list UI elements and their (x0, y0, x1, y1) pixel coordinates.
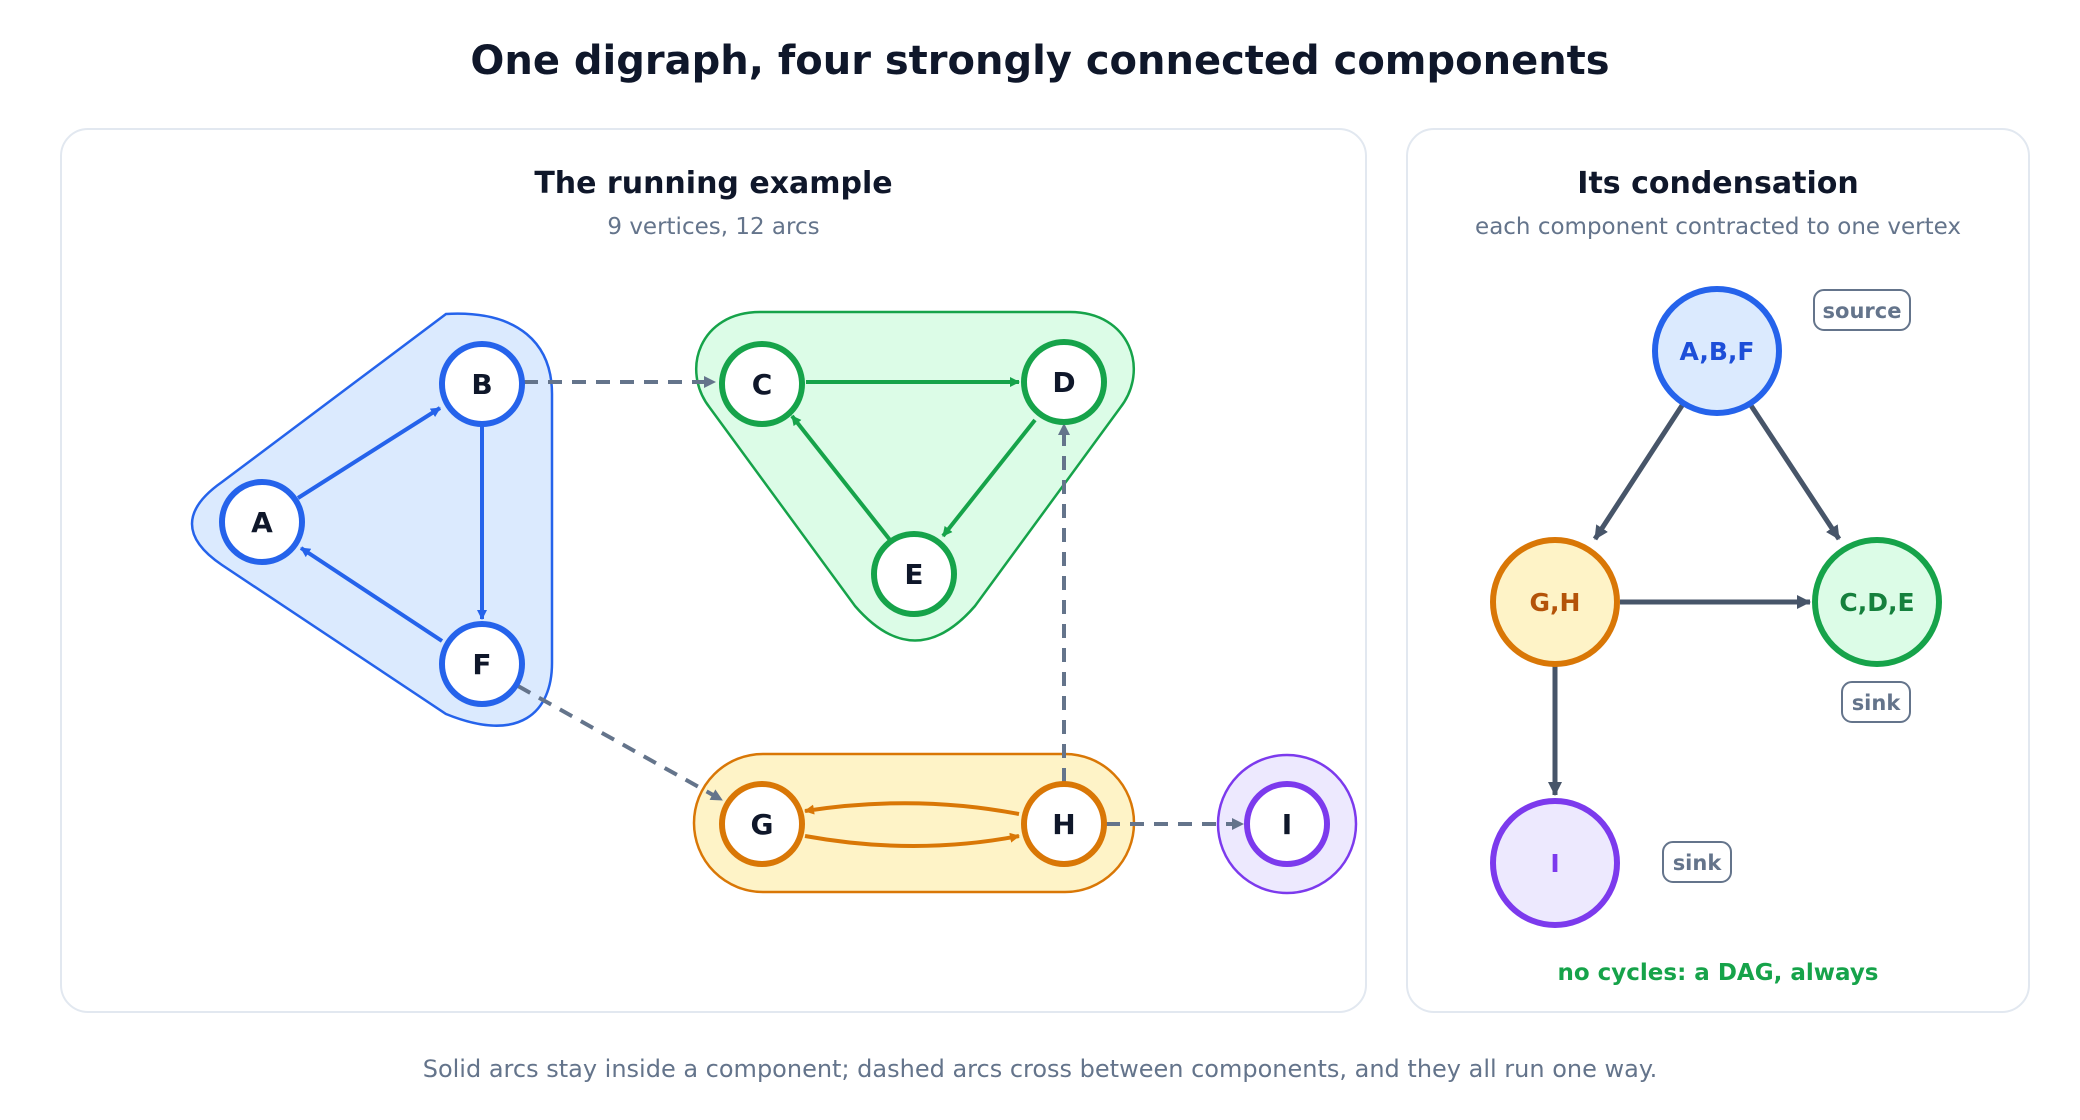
vertex-b: B (439, 341, 525, 427)
arc-f-a (299, 546, 444, 643)
svg-text:E: E (904, 558, 923, 591)
svg-text:G,H: G,H (1530, 588, 1581, 617)
svg-text:C: C (752, 368, 773, 401)
svg-text:source: source (1823, 299, 1902, 323)
arc-a-b (296, 406, 442, 500)
svg-text:I: I (1282, 808, 1292, 841)
svg-text:sink: sink (1852, 691, 1902, 715)
sink-tag-i: sink (1662, 841, 1732, 883)
vertex-d: D (1021, 339, 1107, 425)
vertex-i: I (1244, 781, 1330, 867)
svg-text:sink: sink (1673, 851, 1723, 875)
figure-caption: Solid arcs stay inside a component; dash… (422, 1055, 1658, 1083)
dag-arc-abf-cde (1747, 402, 1842, 541)
figure-title: One digraph, four strongly connected com… (470, 38, 1610, 84)
svg-text:I: I (1550, 849, 1559, 878)
vertex-g: G (719, 781, 805, 867)
vertex-a: A (219, 479, 305, 565)
svg-text:A: A (251, 506, 273, 539)
condensation-subtitle: each component contracted to one vertex (1475, 214, 1961, 240)
vertex-f: F (439, 621, 525, 707)
dag-vertex-cde: C,D,E (1812, 537, 1942, 667)
dag-vertex-gh: G,H (1490, 537, 1620, 667)
svg-text:A,B,F: A,B,F (1680, 337, 1755, 366)
arc-d-e (941, 418, 1037, 538)
svg-text:D: D (1052, 366, 1075, 399)
dag-arc-abf-gh (1592, 402, 1686, 541)
svg-text:G: G (751, 808, 774, 841)
condensation-title: Its condensation (1577, 166, 1859, 201)
svg-text:B: B (471, 368, 492, 401)
arc-g-h (804, 832, 1020, 848)
dag-note: no cycles: a DAG, always (1557, 960, 1878, 986)
running-example-title: The running example (534, 166, 893, 201)
arc-f-g (517, 684, 723, 802)
arc-e-c (790, 414, 892, 542)
running-example-subtitle: 9 vertices, 12 arcs (607, 214, 820, 240)
sink-tag-cde: sink (1841, 681, 1911, 723)
vertex-e: E (871, 531, 957, 617)
svg-text:C,D,E: C,D,E (1839, 588, 1914, 617)
arc-h-g (804, 801, 1020, 816)
svg-text:F: F (472, 648, 491, 681)
svg-text:H: H (1052, 808, 1075, 841)
vertex-c: C (719, 341, 805, 427)
dag-vertex-abf: A,B,F (1652, 286, 1782, 416)
vertex-h: H (1021, 781, 1107, 867)
dag-vertex-i: I (1490, 798, 1620, 928)
source-tag: source (1813, 289, 1911, 331)
